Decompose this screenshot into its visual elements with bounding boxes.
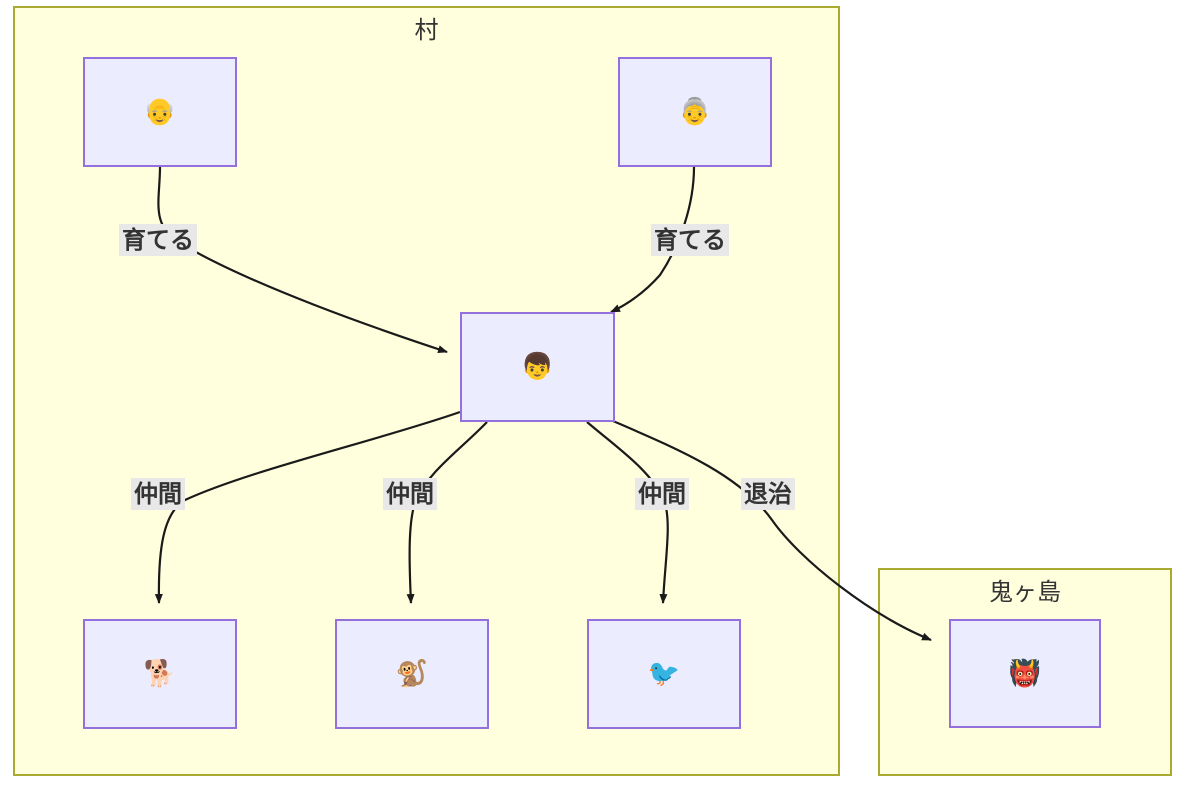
- node-bird[interactable]: 🐦: [587, 619, 741, 729]
- edge-label-nakama-2: 仲間: [383, 478, 437, 510]
- node-dog[interactable]: 🐕: [83, 619, 237, 729]
- dog-emoji: 🐕: [143, 659, 177, 689]
- boy-emoji: 👦: [521, 352, 554, 382]
- node-monkey[interactable]: 🐒: [335, 619, 489, 729]
- cluster-village-label: 村: [414, 16, 439, 44]
- cluster-onigashima-label: 鬼ヶ島: [989, 578, 1061, 606]
- old-man-emoji: 👴: [143, 97, 177, 127]
- node-old-man[interactable]: 👴: [83, 57, 237, 167]
- edge-label-taiji: 退治: [741, 478, 795, 510]
- edge-label-sodateru-2: 育てる: [651, 224, 729, 256]
- bird-emoji: 🐦: [647, 659, 681, 689]
- monkey-emoji: 🐒: [395, 659, 429, 689]
- node-ogre[interactable]: 👹: [949, 619, 1101, 728]
- node-old-woman[interactable]: 👵: [618, 57, 772, 167]
- edge-label-nakama-1: 仲間: [131, 478, 185, 510]
- node-boy[interactable]: 👦: [460, 312, 615, 422]
- old-woman-emoji: 👵: [678, 97, 712, 127]
- edge-label-nakama-3: 仲間: [635, 478, 689, 510]
- edge-label-sodateru-1: 育てる: [119, 224, 197, 256]
- ogre-emoji: 👹: [1008, 658, 1042, 689]
